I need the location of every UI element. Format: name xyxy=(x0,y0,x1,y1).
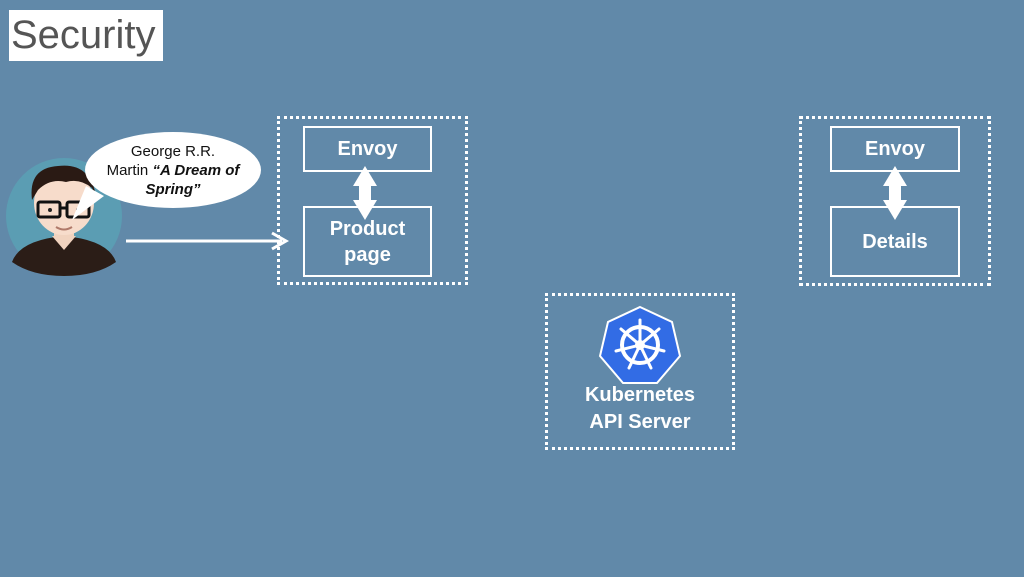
product-page-label-line2: page xyxy=(344,243,391,266)
envoy-product-double-arrow xyxy=(353,166,377,220)
envoy-details-double-arrow xyxy=(883,166,907,220)
details-envoy-box: Envoy xyxy=(830,126,960,172)
product-page-label-line1: Product xyxy=(329,217,406,240)
details-pod xyxy=(799,116,991,286)
details-box: Details xyxy=(830,206,960,277)
speech-bubble xyxy=(72,132,261,220)
product-page-pod xyxy=(277,116,468,285)
product-envoy-box: Envoy xyxy=(303,126,432,172)
request-arrow xyxy=(126,231,290,251)
product-envoy-label: Envoy xyxy=(337,138,398,160)
details-envoy-label: Envoy xyxy=(864,138,926,160)
kubernetes-api-server-pod xyxy=(545,293,735,450)
slide-title: Security xyxy=(9,10,163,61)
kubernetes-logo xyxy=(598,305,682,384)
details-label: Details xyxy=(862,230,928,253)
speech-bubble-text: George R.R. Martin “A Dream of Spring” xyxy=(106,143,240,198)
avatar xyxy=(12,165,116,276)
kubernetes-api-server-label: Kubernetes API Server xyxy=(584,384,696,433)
product-page-box: Product page xyxy=(303,206,432,277)
